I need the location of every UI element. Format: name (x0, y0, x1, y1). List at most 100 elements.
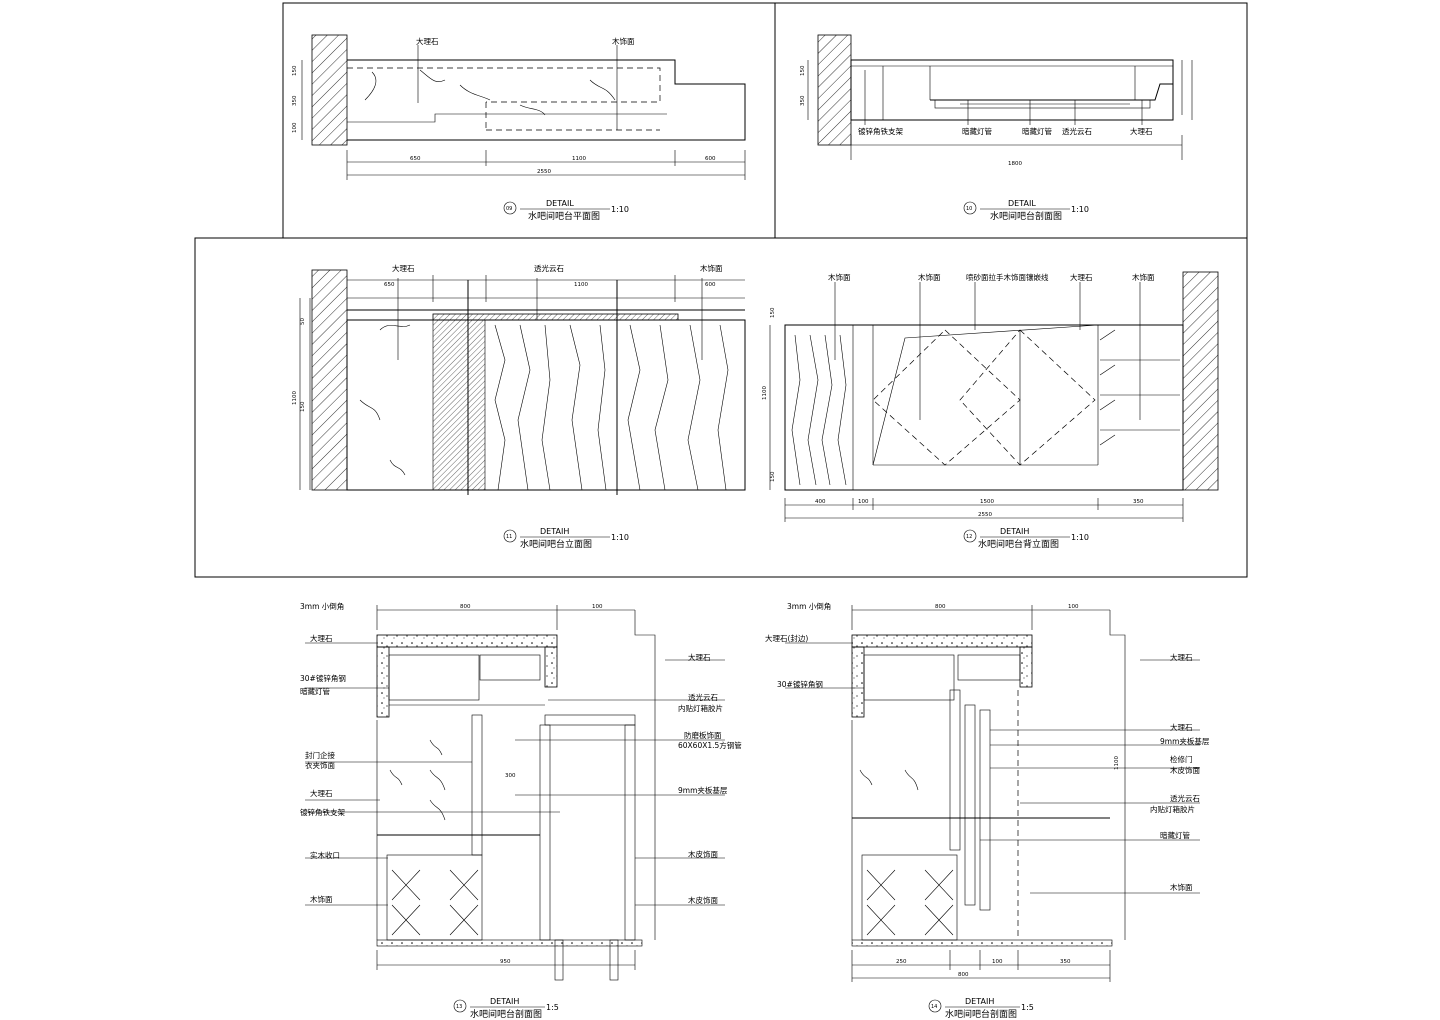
label-angle-steel: 30#镀锌角钢 (777, 679, 823, 689)
detail-label: DETAIH (540, 527, 569, 536)
dim-text: 1800 (1008, 161, 1022, 167)
label-translucent-stone: 透光云石 (1062, 126, 1092, 136)
dim-text: 100 (292, 122, 298, 133)
label-veneer-finish: 衣夹饰面 (305, 760, 335, 770)
dim-text: 50 (300, 318, 306, 325)
dim-text: 100 (592, 604, 603, 610)
label-veneer-finish: 木皮饰面 (1170, 765, 1200, 775)
dim-text: 600 (705, 282, 716, 288)
dim-text: 600 (705, 156, 716, 162)
drawing-number: 09 (506, 206, 512, 212)
label-wood-veneer: 木饰面 (612, 36, 635, 46)
label-sandblast-inlay: 喷砂面拉手木饰面镶嵌线 (966, 272, 1049, 282)
label-wood-veneer: 木饰面 (1170, 882, 1193, 892)
label-marble: 大理石 (688, 652, 711, 662)
dim-text: 100 (858, 499, 869, 505)
dim-text: 350 (800, 95, 806, 106)
drawing-scale: 1:5 (1021, 1003, 1034, 1012)
drawing-scale: 1:10 (611, 205, 629, 214)
label-steel-tube: 60X60X1.5方钢管 (678, 740, 742, 750)
label-wood-veneer: 木饰面 (310, 894, 333, 904)
label-chamfer: 3mm 小倒角 (787, 601, 831, 611)
drawing-number: 13 (456, 1004, 462, 1010)
label-marble: 大理石 (1170, 722, 1193, 732)
dim-text: 150 (770, 307, 776, 318)
dim-text: 150 (300, 401, 306, 412)
dim-text: 150 (800, 65, 806, 76)
drawing-title: 水吧间吧台平面图 (528, 210, 600, 222)
label-hidden-light: 暗藏灯管 (300, 686, 330, 696)
drawing-scale: 1:10 (611, 533, 629, 542)
dim-text: 1100 (1114, 756, 1120, 770)
label-hidden-light: 暗藏灯管 (962, 126, 992, 136)
drawing-number: 14 (931, 1004, 937, 1010)
label-translucent-stone: 透光云石 (688, 692, 718, 702)
label-marble: 大理石 (416, 36, 439, 46)
label-lightbox-film: 内贴灯箱胶片 (1150, 804, 1195, 814)
wall-hatch (817, 34, 852, 146)
label-hidden-light: 暗藏灯管 (1160, 830, 1190, 840)
label-marble: 大理石 (310, 633, 333, 643)
label-wood-veneer: 木饰面 (700, 263, 723, 273)
label-hidden-light: 暗藏灯管 (1022, 126, 1052, 136)
drawing-14-section (785, 605, 1200, 1013)
wall-hatch (311, 269, 348, 491)
drawing-11-elevation (299, 269, 746, 543)
label-wood-veneer: 木饰面 (918, 272, 941, 282)
label-steel-bracket: 镀锌角铁支架 (858, 126, 903, 136)
label-plywood-base: 9mm夹板基层 (1160, 736, 1210, 746)
drawing-title: 水吧间吧台立面图 (520, 538, 592, 550)
wall-hatch (1182, 271, 1219, 491)
dim-text: 650 (384, 282, 395, 288)
wall-hatch (311, 34, 348, 146)
drawing-number: 11 (506, 534, 512, 540)
label-wood-veneer: 木饰面 (1132, 272, 1155, 282)
label-marble: 大理石 (310, 788, 333, 798)
drawing-title: 水吧间吧台剖面图 (945, 1008, 1017, 1020)
frame-11-12 (194, 237, 1248, 578)
dim-text: 1100 (762, 386, 768, 400)
dim-text: 1500 (980, 499, 994, 505)
drawing-title: 水吧间吧台剖面图 (990, 210, 1062, 222)
drawing-scale: 1:5 (546, 1003, 559, 1012)
detail-label: DETAIH (1000, 527, 1029, 536)
label-marble: 大理石 (1070, 272, 1093, 282)
label-wood-veneer: 木饰面 (828, 272, 851, 282)
dim-text: 650 (410, 156, 421, 162)
label-marble: 大理石 (392, 263, 415, 273)
label-angle-steel: 30#镀锌角钢 (300, 673, 346, 683)
label-chamfer: 3mm 小倒角 (300, 601, 344, 611)
label-translucent-stone: 透光云石 (534, 263, 564, 273)
dim-text: 300 (505, 773, 516, 779)
dim-text: 350 (1133, 499, 1144, 505)
dim-text: 950 (500, 959, 511, 965)
label-lightbox-film: 内贴灯箱胶片 (678, 703, 723, 713)
drawing-title: 水吧间吧台背立面图 (978, 538, 1059, 550)
dim-text: 250 (896, 959, 907, 965)
label-door-joint: 封门企接 (305, 750, 335, 760)
label-marble: 大理石 (1130, 126, 1153, 136)
drawing-scale: 1:10 (1071, 205, 1089, 214)
label-veneer-finish: 木皮饰面 (688, 895, 718, 905)
drawing-title: 水吧间吧台剖面图 (470, 1008, 542, 1020)
label-marble-edge: 大理石(封边) (765, 633, 808, 643)
label-marble: 大理石 (1170, 652, 1193, 662)
label-access-door: 检修门 (1170, 754, 1193, 764)
dim-text: 2550 (537, 169, 551, 175)
dim-text: 800 (460, 604, 471, 610)
drawing-12-back-elevation (769, 271, 1219, 543)
drawing-10-section (807, 34, 1193, 215)
drawing-13-section (305, 605, 725, 1013)
label-translucent-stone: 透光云石 (1170, 793, 1200, 803)
dim-text: 1100 (292, 391, 298, 405)
frame-09 (282, 2, 776, 239)
dim-text: 100 (992, 959, 1003, 965)
dim-text: 350 (292, 95, 298, 106)
drawing-scale: 1:10 (1071, 533, 1089, 542)
dim-text: 100 (1068, 604, 1079, 610)
dim-text: 1100 (574, 282, 588, 288)
dim-text: 350 (1060, 959, 1071, 965)
detail-label: DETAIH (490, 997, 519, 1006)
detail-label: DETAIL (546, 199, 574, 208)
